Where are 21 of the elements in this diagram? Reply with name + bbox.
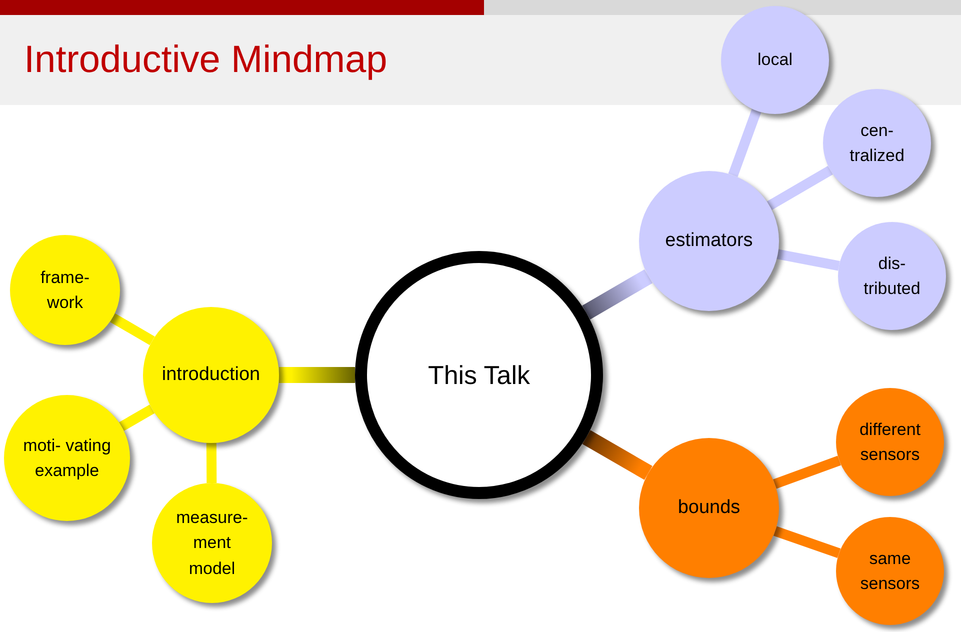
branch-connector: [766, 166, 833, 210]
branch-connector: [279, 367, 355, 383]
topic-label: estimators: [664, 228, 754, 253]
topic-label: different sensors: [858, 418, 922, 466]
topic-label: moti- vating example: [22, 434, 112, 482]
branch-connector: [582, 269, 653, 320]
topic-label: bounds: [676, 496, 742, 520]
branch-connector: [773, 526, 841, 558]
topic-label: frame- work: [39, 266, 91, 314]
branch-connector: [776, 249, 840, 271]
slide-title: Introductive Mindmap: [24, 38, 388, 82]
topic-label: cen- tralized: [848, 120, 906, 167]
branch-connector: [773, 456, 841, 489]
branch-connector: [119, 404, 155, 431]
topic-label: This Talk: [426, 358, 532, 392]
topic-label: measure- ment model: [175, 506, 249, 580]
topic-label: local: [756, 49, 794, 72]
topic-label: same sensors: [859, 548, 921, 595]
topic-label: introduction: [160, 362, 262, 387]
branch-connector: [728, 109, 762, 177]
topic-label: dis- tributed: [862, 252, 922, 300]
